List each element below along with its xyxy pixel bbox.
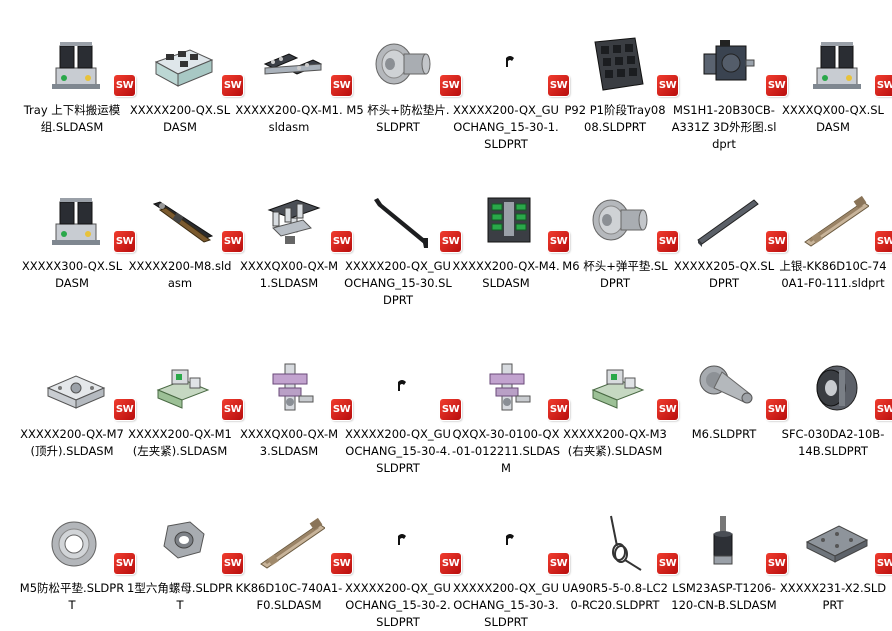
- solidworks-badge-icon: SW: [766, 75, 787, 96]
- file-name-label: XXXXX200-QX-M3(右夹紧).SLDASM: [563, 427, 667, 458]
- dual-tray-assembly-icon: SW: [259, 34, 352, 96]
- tray-module-assembly-icon: SW: [42, 34, 135, 96]
- solidworks-badge-icon: SW: [222, 75, 243, 96]
- linear-actuator-icon: SW: [694, 512, 787, 574]
- file-name-label: XXXXX200-QX_GUOCHANG_15-30.SLDPRT: [344, 259, 452, 307]
- gripper-assembly-icon: SW: [259, 190, 352, 252]
- solidworks-badge-icon: SW: [657, 553, 678, 574]
- file-name-label: XXXXX200-QX-M1(左夹紧).SLDASM: [128, 427, 232, 458]
- solidworks-badge-icon: SW: [875, 399, 892, 420]
- tray-plate-icon: SW: [585, 34, 678, 96]
- file-name-label: XXXXX300-QX.SLDASM: [21, 259, 123, 290]
- linear-rail-assembly-icon: SW: [150, 190, 243, 252]
- solidworks-badge-icon: SW: [548, 75, 569, 96]
- solidworks-badge-icon: SW: [114, 231, 135, 252]
- linear-module-icon: SW: [803, 190, 892, 252]
- clamp-assembly-icon: SW: [150, 358, 243, 420]
- solidworks-badge-icon: SW: [766, 231, 787, 252]
- coupling-icon: SW: [803, 358, 892, 420]
- tray-module-assembly-icon: SW: [803, 34, 892, 96]
- file-name-label: QXQX-30-0100-QX-01-012211.SLDASM: [452, 427, 561, 475]
- file-name-label: KK86D10C-740A1-F0.SLDASM: [235, 581, 343, 612]
- small-clip-icon: SW: [368, 512, 461, 574]
- solidworks-badge-icon: SW: [766, 553, 787, 574]
- solidworks-badge-icon: SW: [657, 399, 678, 420]
- solidworks-badge-icon: SW: [657, 231, 678, 252]
- file-name-label: M5防松平垫.SLDPRT: [19, 581, 125, 612]
- solidworks-badge-icon: SW: [114, 399, 135, 420]
- file-name-label: P92 P1阶段Tray0808.SLDPRT: [564, 103, 666, 134]
- solidworks-badge-icon: SW: [766, 399, 787, 420]
- solidworks-badge-icon: SW: [875, 231, 892, 252]
- file-name-label: M6.SLDPRT: [691, 427, 757, 441]
- file-name-label: Tray 上下料搬运模组.SLDASM: [23, 103, 121, 134]
- solidworks-badge-icon: SW: [222, 231, 243, 252]
- linear-module-icon: SW: [259, 512, 352, 574]
- solidworks-badge-icon: SW: [440, 231, 461, 252]
- file-name-label: XXXXX200-QX_GUOCHANG_15-30-1.SLDPRT: [453, 103, 559, 151]
- solidworks-badge-icon: SW: [440, 553, 461, 574]
- file-name-label: 上银-KK86D10C-740A1-F0-111.sldprt: [779, 259, 887, 290]
- solidworks-badge-icon: SW: [657, 75, 678, 96]
- file-name-label: XXXXX205-QX.SLDPRT: [673, 259, 775, 290]
- solidworks-badge-icon: SW: [331, 75, 352, 96]
- board-assembly-icon: SW: [476, 190, 569, 252]
- bracket-assembly-icon: SW: [476, 358, 569, 420]
- solidworks-badge-icon: SW: [875, 553, 892, 574]
- file-name-label: XXXXX200-QX.SLDASM: [129, 103, 231, 134]
- file-name-label: XXXXQX00-QX-M1.SLDASM: [239, 259, 339, 290]
- solidworks-badge-icon: SW: [114, 75, 135, 96]
- aluminum-profile-icon: SW: [694, 190, 787, 252]
- lift-plate-assembly-icon: SW: [42, 358, 135, 420]
- solidworks-badge-icon: SW: [440, 75, 461, 96]
- file-name-label: LSM23ASP-T1206-120-CN-B.SLDASM: [671, 581, 777, 612]
- washer-icon: SW: [42, 512, 135, 574]
- file-name-label: XXXXX200-QX_GUOCHANG_15-30-4.SLDPRT: [345, 427, 451, 475]
- file-name-label: M5 杯头+防松垫片.SLDPRT: [346, 103, 450, 134]
- base-plate-icon: SW: [803, 512, 892, 574]
- solidworks-badge-icon: SW: [222, 399, 243, 420]
- solidworks-badge-icon: SW: [548, 231, 569, 252]
- file-name-label: 1型六角螺母.SLDPRT: [127, 581, 233, 612]
- long-bar-hook-icon: SW: [368, 190, 461, 252]
- solidworks-badge-icon: SW: [331, 553, 352, 574]
- cap-screw-washer-icon: SW: [368, 34, 461, 96]
- solidworks-badge-icon: SW: [548, 399, 569, 420]
- small-clip-icon: SW: [476, 512, 569, 574]
- solidworks-badge-icon: SW: [222, 553, 243, 574]
- file-name-label: XXXXX200-QX-M4.SLDASM: [452, 259, 560, 290]
- file-name-label: MS1H1-20B30CB-A331Z 3D外形图.sldprt: [671, 103, 777, 151]
- solidworks-badge-icon: SW: [548, 553, 569, 574]
- solidworks-badge-icon: SW: [331, 399, 352, 420]
- solidworks-badge-icon: SW: [440, 399, 461, 420]
- solidworks-badge-icon: SW: [875, 75, 892, 96]
- file-name-label: XXXXQX00-QX.SLDASM: [782, 103, 884, 134]
- tray-module-assembly-icon: SW: [42, 190, 135, 252]
- file-name-label: XXXXX231-X2.SLDPRT: [779, 581, 887, 612]
- clamp-assembly-icon: SW: [585, 358, 678, 420]
- small-clip-icon: SW: [476, 34, 569, 96]
- torsion-spring-icon: SW: [585, 512, 678, 574]
- file-name-label: XXXXX200-QX_GUOCHANG_15-30-3.SLDPRT: [453, 581, 559, 629]
- bracket-assembly-icon: SW: [259, 358, 352, 420]
- file-name-label: XXXXX200-QX_GUOCHANG_15-30-2.SLDPRT: [345, 581, 451, 629]
- bolt-icon: SW: [694, 358, 787, 420]
- solidworks-badge-icon: SW: [114, 553, 135, 574]
- file-name-label: XXXXX200-QX-M7(顶升).SLDASM: [20, 427, 124, 458]
- file-name-label: XXXXQX00-QX-M3.SLDASM: [239, 427, 339, 458]
- cap-screw-washer-icon: SW: [585, 190, 678, 252]
- hex-nut-icon: SW: [150, 512, 243, 574]
- file-name-label: XXXXX200-M8.sldasm: [128, 259, 232, 290]
- frame-assembly-icon: SW: [150, 34, 243, 96]
- file-name-label: SFC-030DA2-10B-14B.SLDPRT: [781, 427, 885, 458]
- file-name-label: XXXXX200-QX-M1.sldasm: [235, 103, 343, 134]
- solidworks-badge-icon: SW: [331, 231, 352, 252]
- file-name-label: UA90R5-5-0.8-LC20-RC20.SLDPRT: [561, 581, 669, 612]
- file-name-label: M6 杯头+弹平垫.SLDPRT: [562, 259, 668, 290]
- small-clip-icon: SW: [368, 358, 461, 420]
- servo-motor-icon: SW: [694, 34, 787, 96]
